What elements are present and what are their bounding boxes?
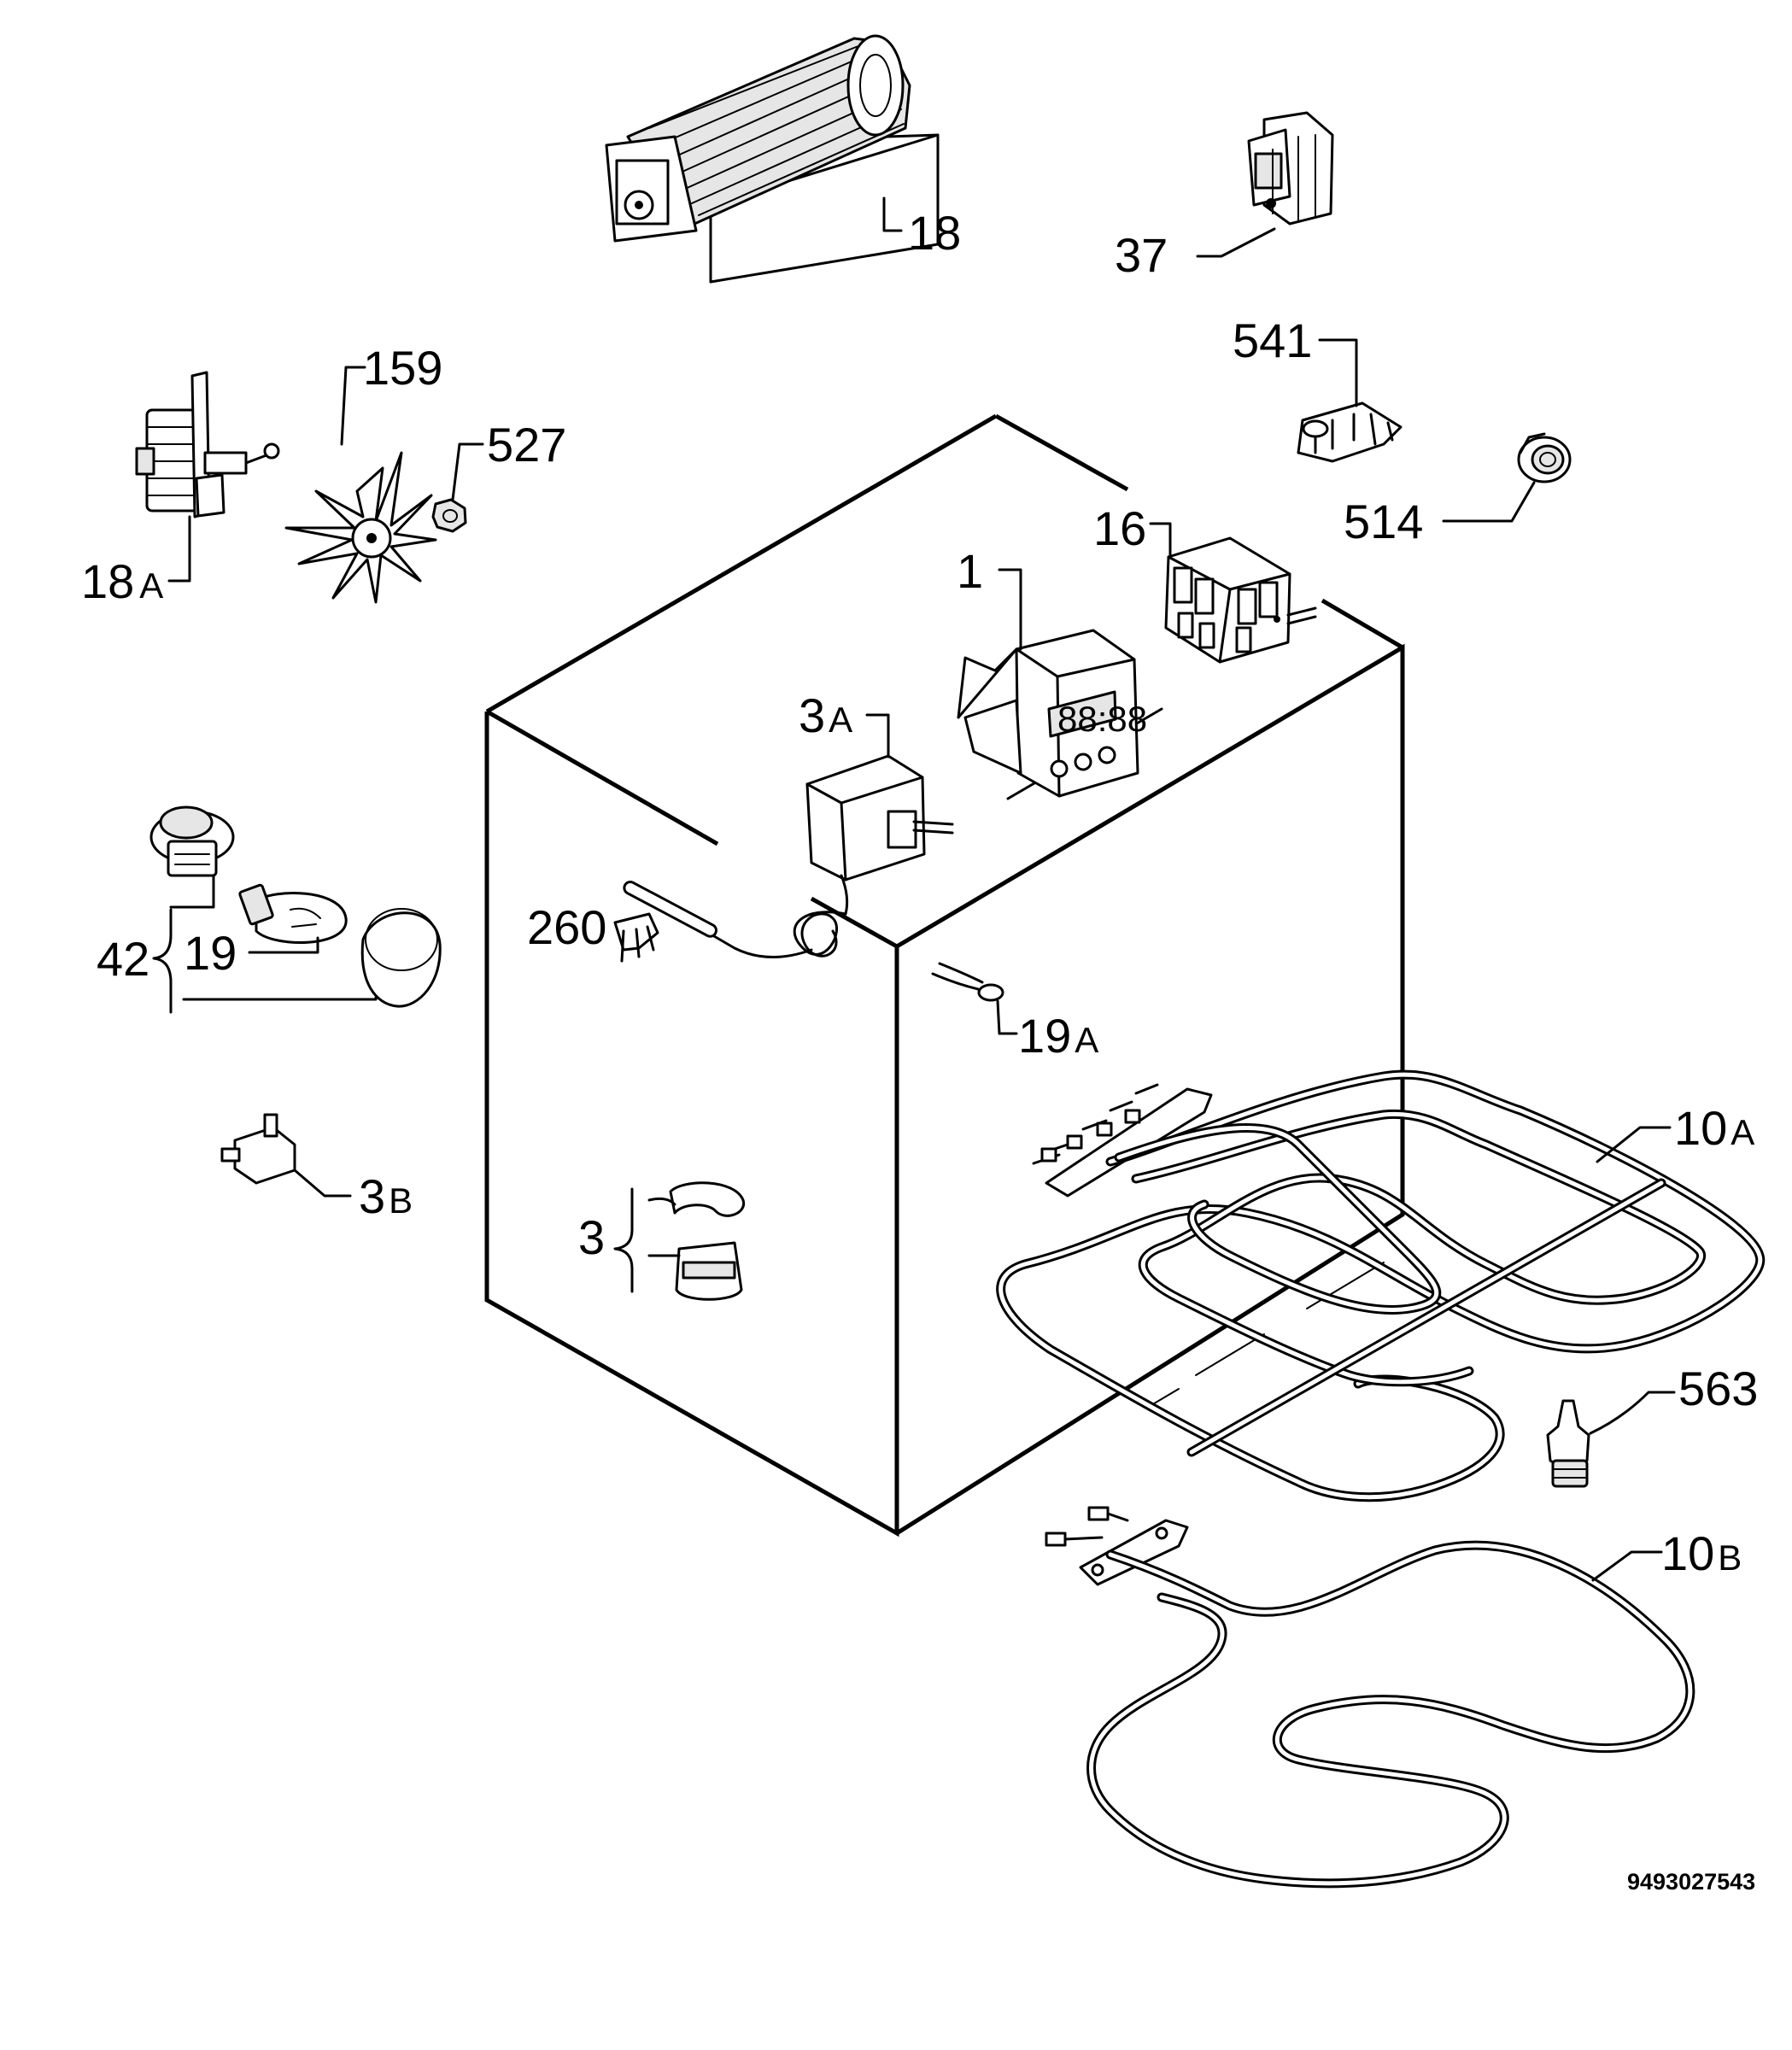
svg-text:88:88: 88:88 (1057, 699, 1147, 739)
thermal-fuse-part-3b (220, 1113, 352, 1198)
clip-part-260 (613, 912, 659, 963)
label-part-3a: 3A (799, 688, 852, 742)
tangential-fan-part-18 (605, 34, 940, 284)
label-part-514: 514 (1344, 495, 1423, 548)
nut-part-527 (431, 442, 484, 533)
document-id: 9493027543 (1627, 1869, 1755, 1895)
oven-cavity-box (484, 413, 1405, 1538)
grill-element-part-10a (996, 1069, 1766, 1502)
label-part-19a: 19A (1018, 1009, 1098, 1063)
label-part-541: 541 (1233, 313, 1312, 367)
terminal-block-part-37 (1196, 111, 1334, 258)
label-part-42: 42 (97, 932, 149, 986)
electronic-timer-part-1: 88:88 (957, 568, 1147, 798)
switch-contacts-part-541 (1297, 338, 1403, 463)
safety-thermostat-part-3 (613, 1181, 746, 1301)
label-part-1: 1 (957, 544, 983, 598)
lamp-bulb-part-19 (238, 883, 348, 944)
lamp-cover-part-42 (360, 908, 442, 1008)
wire-connector-part-19a (931, 962, 1018, 1035)
label-part-3: 3 (578, 1210, 605, 1264)
label-part-3b: 3B (359, 1169, 413, 1223)
label-part-19: 19 (184, 926, 237, 980)
label-part-16: 16 (1093, 501, 1146, 555)
label-part-563: 563 (1678, 1362, 1758, 1415)
label-part-10b: 10B (1661, 1526, 1742, 1580)
label-part-10a: 10A (1674, 1101, 1754, 1155)
label-part-159: 159 (363, 341, 442, 395)
fan-motor-part-18a (135, 371, 280, 583)
selector-switch-part-16 (1149, 522, 1317, 664)
label-part-260: 260 (527, 900, 606, 954)
label-part-527: 527 (487, 418, 566, 472)
fan-wheel-part-159 (284, 366, 437, 604)
label-part-37: 37 (1115, 228, 1168, 282)
label-part-18: 18 (908, 206, 961, 260)
lower-element-part-10b (1045, 1506, 1695, 1889)
bushing-part-514 (1442, 432, 1572, 523)
lamp-holder-part-42 (149, 805, 235, 877)
lamp-leader-lines (152, 874, 378, 1014)
thermostat-part-3a (623, 713, 954, 958)
spacer-part-563 (1546, 1391, 1676, 1488)
